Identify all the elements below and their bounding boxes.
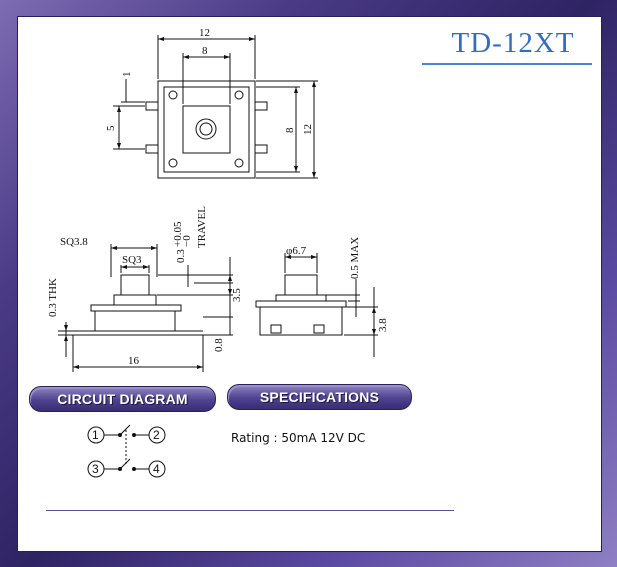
dim-pin-offset: 1 bbox=[121, 72, 133, 78]
pin-4-label: 4 bbox=[153, 462, 160, 476]
dim-pin-pitch: 5 bbox=[105, 125, 117, 131]
title-underline bbox=[422, 63, 592, 65]
dim-travel-label: TRAVEL bbox=[196, 206, 208, 248]
dim-travel: 0.3 bbox=[175, 249, 187, 263]
dim-height-right: 3.8 bbox=[377, 318, 389, 332]
datasheet-panel: TD-12XT bbox=[17, 16, 602, 552]
circuit-diagram bbox=[87, 424, 166, 478]
mechanical-drawing: 12 8 5 1 8 12 SQ3.8 SQ3 0.3 +0.05 −0 TRA… bbox=[47, 27, 389, 478]
dim-height-outer: 12 bbox=[302, 124, 314, 135]
dim-lead: 0.8 bbox=[213, 338, 225, 352]
dim-height-inner: 8 bbox=[284, 127, 296, 133]
dim-length: 16 bbox=[128, 355, 140, 367]
dim-width-inner: 8 bbox=[202, 45, 208, 57]
pin-2-label: 2 bbox=[153, 428, 160, 442]
top-view-body bbox=[145, 80, 268, 179]
pin-3-label: 3 bbox=[92, 462, 99, 476]
side-view-left-body bbox=[73, 274, 203, 336]
dim-width-outer: 12 bbox=[199, 27, 210, 39]
bottom-divider bbox=[46, 510, 454, 511]
dim-height-left: 3.5 bbox=[231, 288, 243, 302]
dim-thk: 0.3 THK bbox=[47, 278, 59, 317]
pin-1-label: 1 bbox=[92, 428, 99, 442]
dim-travel-tol-plus: +0.05 bbox=[172, 221, 184, 247]
dim-sq3: SQ3 bbox=[122, 254, 142, 266]
model-title: TD-12XT bbox=[451, 27, 575, 59]
side-view-right-body bbox=[255, 274, 347, 336]
dim-sq38: SQ3.8 bbox=[60, 236, 88, 248]
dim-travel-tol-minus: −0 bbox=[181, 235, 193, 247]
specifications-heading: SPECIFICATIONS bbox=[227, 384, 412, 410]
circuit-diagram-heading: CIRCUIT DIAGRAM bbox=[29, 386, 216, 412]
dim-max: 0.5 MAX bbox=[349, 237, 361, 279]
rating-text: Rating : 50mA 12V DC bbox=[231, 431, 366, 445]
dim-diameter: φ6.7 bbox=[286, 245, 307, 257]
